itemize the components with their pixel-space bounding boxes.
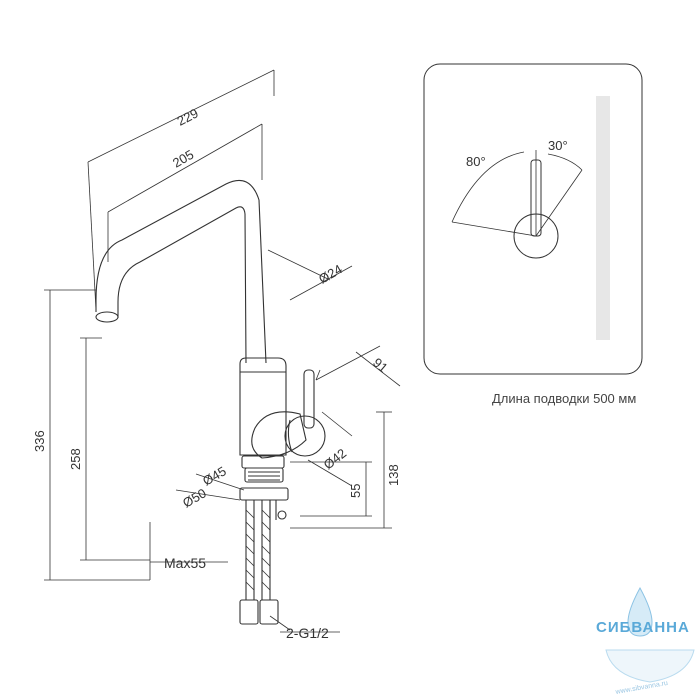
rotation-arc-left xyxy=(451,151,525,223)
spout-outer-edge xyxy=(95,179,267,364)
label-d45: Ø45 xyxy=(200,463,229,488)
handle-disc xyxy=(284,415,326,457)
dimension-lines xyxy=(44,69,401,633)
rotation-line-left xyxy=(451,221,537,237)
dim-line-229 xyxy=(87,69,275,163)
dim-line-d24 xyxy=(267,249,331,281)
base-ring-2 xyxy=(244,467,284,483)
handle-cap xyxy=(251,411,307,459)
label-max55: Max55 xyxy=(164,555,206,571)
label-d50: Ø50 xyxy=(180,485,209,510)
rotation-arc-right xyxy=(547,153,583,171)
label-258: 258 xyxy=(68,448,83,470)
diagram-frame xyxy=(423,63,643,375)
dim-line-91 xyxy=(315,345,381,381)
label-138: 138 xyxy=(386,464,401,486)
dim-line-d50 xyxy=(175,489,241,501)
water-drop-icon xyxy=(627,586,653,637)
mount-stud xyxy=(269,500,277,520)
hose-fitting-left xyxy=(239,599,259,625)
bathtub-icon xyxy=(605,649,695,683)
base-nut xyxy=(239,487,289,501)
label-angle-80: 80° xyxy=(466,154,486,169)
faucet-body xyxy=(239,357,287,456)
label-229: 229 xyxy=(175,105,201,128)
brand-name: СИБВАННА xyxy=(596,619,690,636)
label-205: 205 xyxy=(170,147,196,171)
spout-tip xyxy=(95,311,119,323)
hose-braid xyxy=(245,509,271,591)
dim-line-d45 xyxy=(195,473,245,491)
brand-logo: СИБВАННА www.sibvanna.ru xyxy=(596,586,695,696)
hose-fitting-right xyxy=(259,599,279,625)
dim-line-d42 xyxy=(307,459,353,487)
spout-inner-edge xyxy=(117,206,247,364)
handle-disc-rim xyxy=(287,419,293,453)
wall-plate xyxy=(596,96,610,340)
label-d42: Ø42 xyxy=(321,445,350,472)
handle-lever xyxy=(303,369,315,429)
label-336: 336 xyxy=(32,430,47,452)
brand-site: www.sibvanna.ru xyxy=(614,680,668,696)
rotation-line-right xyxy=(535,169,583,237)
label-connection: 2-G1/2 xyxy=(286,625,329,641)
label-angle-30: 30° xyxy=(548,138,568,153)
hose-length-note: Длина подводки 500 мм xyxy=(492,391,636,406)
mount-bolt xyxy=(277,510,287,520)
faucet-outline xyxy=(95,179,326,625)
label-d24: Ø24 xyxy=(316,261,345,286)
dim-line-g12 xyxy=(269,615,291,631)
label-91: 91 xyxy=(370,355,391,376)
base-thread xyxy=(248,471,280,481)
hose-left xyxy=(245,500,255,600)
dim-line-205 xyxy=(107,123,263,213)
hose-right xyxy=(261,500,271,600)
label-55: 55 xyxy=(348,484,363,498)
handle-rotation-diagram xyxy=(423,63,643,375)
